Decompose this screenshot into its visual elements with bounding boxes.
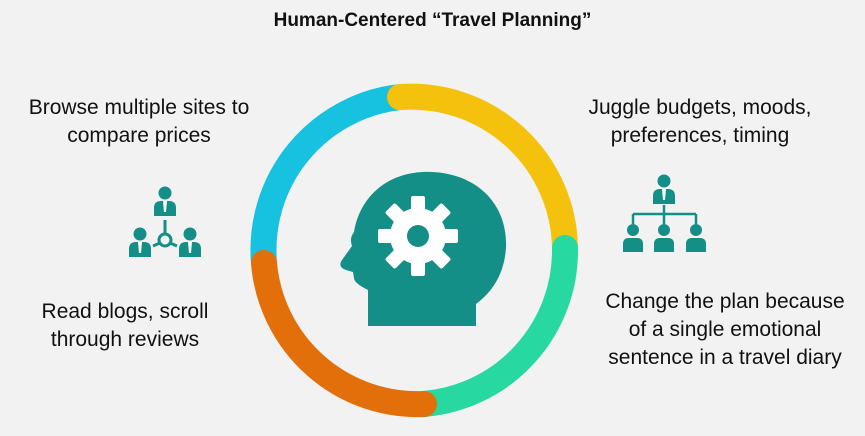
text-line: Read blogs, scroll xyxy=(41,300,209,323)
text-line: through reviews xyxy=(50,328,200,351)
ring-segment-top-left xyxy=(250,84,413,276)
ring-segment-bottom-left xyxy=(251,250,437,418)
text-read-blogs: Read blogs, scroll through reviews xyxy=(10,298,240,354)
ring-segment-top-right xyxy=(387,83,578,261)
people-network-icon xyxy=(129,186,201,257)
text-line: of a single emotional xyxy=(628,318,822,341)
text-line: Juggle budgets, moods, xyxy=(588,96,812,119)
text-browse-sites: Browse multiple sites to compare prices xyxy=(14,94,264,150)
text-line: Change the plan because xyxy=(605,290,845,313)
diagram-title: Human-Centered “Travel Planning” xyxy=(273,10,592,31)
text-line: compare prices xyxy=(67,124,211,147)
text-line: preferences, timing xyxy=(610,124,790,147)
ring-segment-bottom-right xyxy=(411,235,579,417)
text-line: Browse multiple sites to xyxy=(28,96,250,119)
head-gear-icon xyxy=(340,171,507,326)
org-hierarchy-icon xyxy=(623,174,706,252)
text-change-plan: Change the plan because of a single emot… xyxy=(580,288,865,372)
text-line: sentence in a travel diary xyxy=(608,346,842,369)
cycle-ring xyxy=(250,83,579,418)
text-juggle-budgets: Juggle budgets, moods, preferences, timi… xyxy=(570,94,830,150)
